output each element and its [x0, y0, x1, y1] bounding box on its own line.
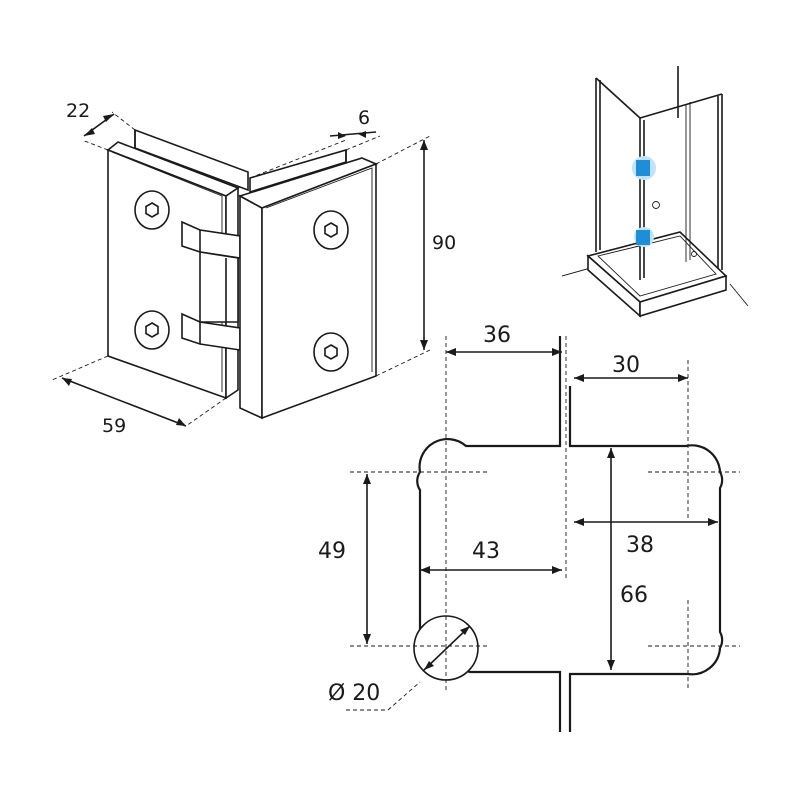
dim-hole-diameter: Ø 20 [328, 625, 471, 711]
dim-height: 90 [375, 135, 456, 377]
dim-depth-label: 22 [66, 100, 90, 122]
dim-top-right-width-label: 30 [612, 353, 640, 378]
dim-top-left-width-label: 36 [483, 323, 511, 348]
dim-vertical-spacing-right: 66 [607, 448, 648, 670]
dim-glass-gap: 6 [249, 107, 381, 179]
dim-glass-gap-label: 6 [358, 107, 370, 129]
dim-inner-width-right: 38 [574, 518, 718, 558]
dim-vertical-spacing-right-label: 66 [620, 583, 648, 608]
dim-depth: 22 [66, 100, 136, 151]
dim-inner-width-left-label: 43 [472, 539, 500, 564]
hinge-right-screw-bottom [313, 332, 349, 372]
dim-inner-width-right-label: 38 [626, 533, 654, 558]
dim-top-right-width: 30 [574, 353, 688, 382]
dim-width: 59 [51, 355, 227, 437]
dim-vertical-spacing-left: 49 [318, 474, 371, 644]
blue-hinge-marker-top [632, 156, 656, 180]
blue-hinge-marker-bottom [634, 227, 654, 247]
hinge-3d-view: 22 6 90 59 [51, 100, 456, 437]
hinge-left-glass-edge [134, 128, 249, 192]
dim-top-left-width: 36 [446, 323, 562, 356]
dim-inner-width-left: 43 [420, 539, 562, 574]
shower-enclosure-icon [561, 66, 749, 318]
hinge-right-leaf [237, 157, 379, 420]
hinge-left-screw-bottom [134, 310, 170, 350]
dim-hole-diameter-label: Ø 20 [328, 681, 380, 706]
hinge-pivot-blocks [181, 220, 241, 351]
hinge-left-screw-top [134, 190, 170, 230]
dim-vertical-spacing-left-label: 49 [318, 539, 346, 564]
dim-width-label: 59 [102, 415, 126, 437]
hinge-right-glass-edge [249, 148, 347, 194]
hinge-right-screw-top [313, 210, 349, 250]
hinge-plan-view: 36 30 49 43 38 [318, 323, 740, 732]
dim-height-label: 90 [432, 232, 456, 254]
